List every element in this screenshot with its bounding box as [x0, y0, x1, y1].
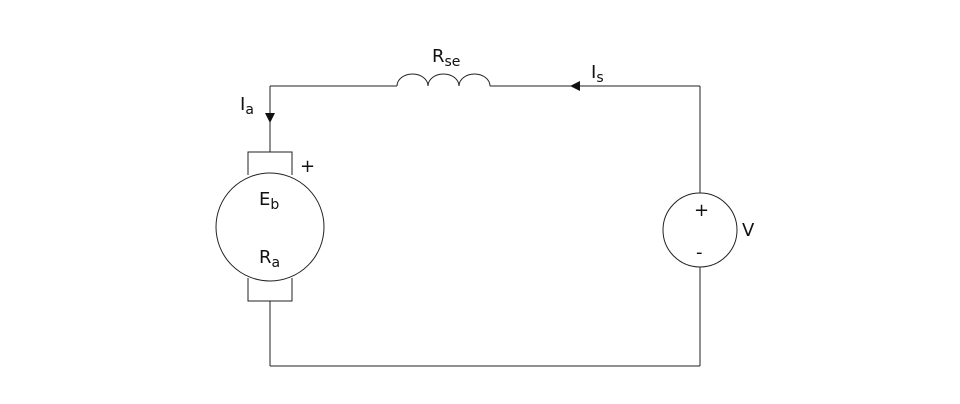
series-field-label: Rse: [432, 46, 460, 70]
armature-current-arrow: [265, 113, 275, 123]
source-plus-label: +: [694, 200, 709, 221]
back-emf-label: Eb: [259, 189, 279, 213]
motor-polarity-plus: +: [300, 156, 315, 177]
motor-top-brush: [247, 151, 293, 175]
armature-current-label: Ia: [240, 94, 254, 118]
motor-armature-symbol: [215, 172, 325, 282]
source-minus-label: -: [696, 242, 703, 263]
supply-current-label: Is: [591, 62, 604, 86]
source-voltage-label: V: [742, 220, 755, 241]
supply-current-arrow: [570, 81, 580, 91]
series-field-inductor-symbol: [396, 73, 491, 87]
armature-resistance-label: Ra: [259, 247, 280, 271]
